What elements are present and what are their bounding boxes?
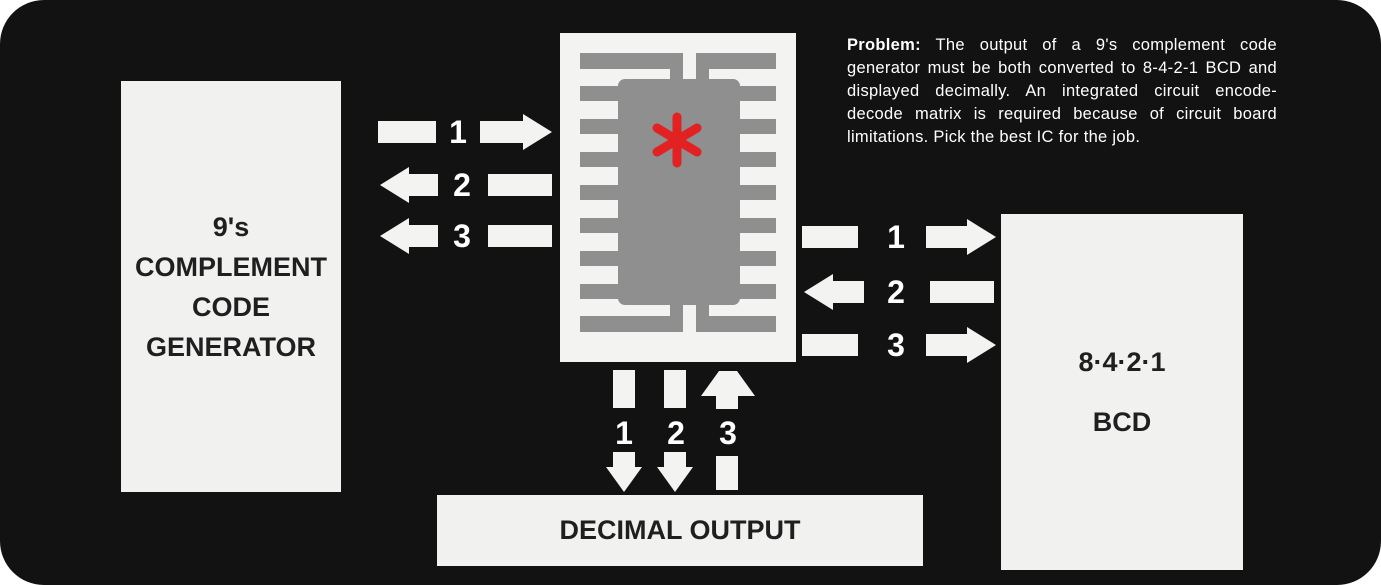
chip-bottom-left-lead-stem [670, 292, 683, 332]
generator-box: 9's COMPLEMENT CODE GENERATOR [121, 81, 341, 492]
asterisk-icon [652, 112, 702, 168]
chip-pin [580, 218, 622, 233]
bcd-label-line-1: 8·4·2·1 [1078, 347, 1166, 377]
right-link-2-label: 2 [887, 274, 905, 310]
chip-pin [580, 185, 622, 200]
chip-top-left-lead [580, 53, 676, 69]
chip-bottom-right-lead [703, 316, 776, 332]
chip-pin [736, 119, 776, 134]
bcd-label-line-2: BCD [1092, 407, 1152, 437]
right-arrow-3 [802, 327, 996, 363]
problem-label: Problem: [847, 36, 921, 54]
bottom-link-1-label: 1 [615, 415, 633, 451]
chip-pin [580, 86, 622, 101]
left-arrow-3 [380, 218, 552, 254]
chip-pin [736, 185, 776, 200]
right-links [802, 219, 996, 363]
left-arrow-1 [378, 114, 552, 150]
right-arrow-2 [804, 274, 994, 310]
chip-pin [736, 218, 776, 233]
problem-statement: Problem: The output of a 9's complement … [847, 34, 1277, 149]
chip-pin [580, 284, 622, 299]
generator-label-line-4: GENERATOR [145, 331, 316, 362]
decimal-output-label: DECIMAL OUTPUT [559, 515, 801, 545]
bottom-arrow-1 [606, 370, 642, 492]
chip-body [618, 79, 740, 305]
chip-top-left-lead-stem [670, 53, 683, 93]
right-arrow-1 [802, 219, 996, 255]
left-link-2-label: 2 [453, 167, 471, 203]
chip-top-right-lead [703, 53, 776, 69]
bottom-link-2-label: 2 [667, 415, 685, 451]
problem-body: The output of a 9's complement code gene… [847, 36, 1277, 146]
bottom-arrow-2 [657, 370, 693, 492]
right-link-3-label: 3 [887, 327, 905, 363]
chip-bottom-left-lead [580, 316, 676, 332]
chip-pin [736, 86, 776, 101]
decimal-output-box: DECIMAL OUTPUT [437, 495, 923, 566]
bottom-link-3-label: 3 [719, 415, 737, 451]
left-links [378, 114, 552, 254]
chip-pin [580, 152, 622, 167]
generator-label-line-3: CODE [191, 291, 270, 322]
ic-chip [580, 53, 776, 332]
left-link-3-label: 3 [453, 218, 471, 254]
bottom-links [606, 370, 755, 492]
chip-pin [580, 119, 622, 134]
chip-pin [736, 284, 776, 299]
chip-pin [736, 251, 776, 266]
left-arrow-2 [380, 167, 552, 203]
bottom-arrow-3 [701, 371, 755, 490]
chip-pin [580, 251, 622, 266]
generator-label-line-1: 9's [212, 211, 250, 242]
left-link-1-label: 1 [449, 114, 467, 150]
chip-pin [736, 152, 776, 167]
right-link-1-label: 1 [887, 219, 905, 255]
generator-label-line-2: COMPLEMENT [135, 251, 327, 282]
bcd-box: 8·4·2·1 BCD [1001, 214, 1243, 570]
